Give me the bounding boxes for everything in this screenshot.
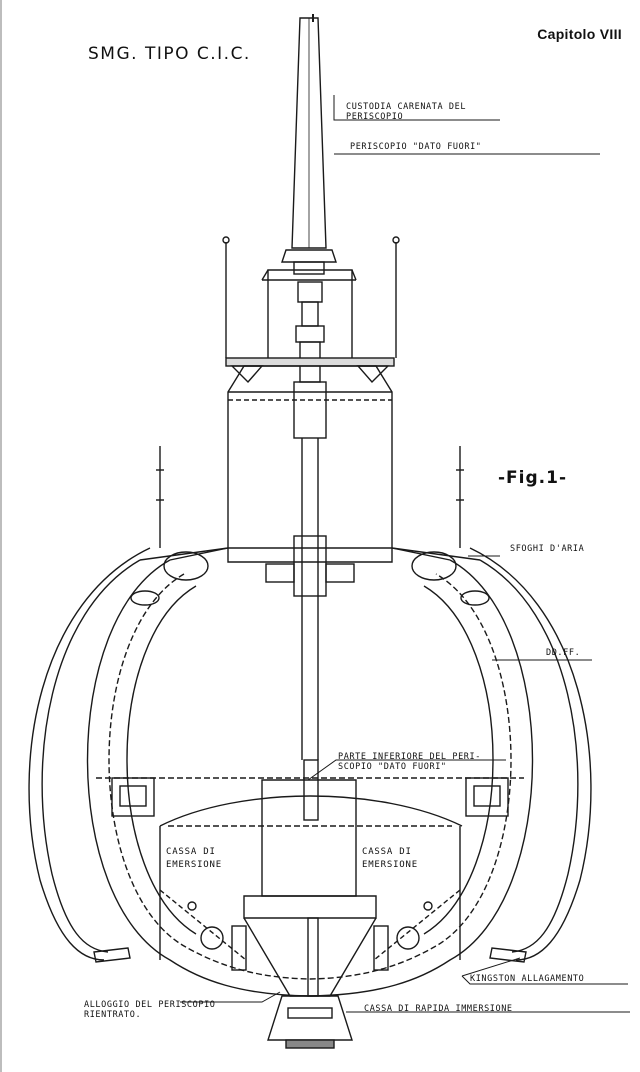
label-custodia-line1: CUSTODIA CARENATA DEL (346, 102, 467, 112)
label-cassa-emersione-right: CASSA DI EMERSIONE (362, 846, 418, 872)
label-parte-line1: PARTE INFERIORE DEL PERI- (338, 752, 481, 762)
label-cassa-rapida: CASSA DI RAPIDA IMMERSIONE (364, 1004, 513, 1014)
label-parte-inferiore: PARTE INFERIORE DEL PERI- SCOPIO "DATO F… (338, 752, 481, 772)
label-custodia-line2: PERISCOPIO (346, 112, 404, 122)
pressure-hull (86, 547, 534, 997)
label-alloggio-line2: RIENTRATO. (84, 1010, 142, 1020)
periscope-fairing (281, 14, 337, 275)
figure-label: -Fig.1- (498, 468, 568, 488)
label-cassa-left-line2: EMERSIONE (166, 860, 222, 870)
scan-edge (0, 0, 2, 1072)
leader-lines (180, 95, 630, 1013)
label-ddff: DD.FF. (546, 648, 581, 658)
label-custodia: CUSTODIA CARENATA DEL PERISCOPIO (346, 102, 466, 122)
side-railings (139, 446, 481, 561)
chapter-heading: Capitolo VIII (537, 26, 622, 42)
outer-hull (28, 547, 592, 961)
label-cassa-right-line2: EMERSIONE (362, 860, 418, 870)
label-cassa-right-line1: CASSA DI (362, 847, 412, 857)
label-sfoghi: SFOGHI D'ARIA (510, 544, 585, 554)
label-kingston: KINGSTON ALLAGAMENTO (470, 974, 585, 984)
label-alloggio: ALLOGGIO DEL PERISCOPIO RIENTRATO. (84, 1000, 216, 1020)
tank-deck (96, 777, 524, 961)
label-cassa-left-line1: CASSA DI (166, 847, 216, 857)
periscope-shaft (293, 438, 327, 821)
kingston-valves (93, 947, 527, 963)
label-cassa-emersione-left: CASSA DI EMERSIONE (166, 846, 222, 872)
drawing-title: SMG. TIPO C.I.C. (88, 44, 251, 64)
label-parte-line2: SCOPIO "DATO FUORI" (338, 762, 447, 772)
label-alloggio-line1: ALLOGGIO DEL PERISCOPIO (84, 1000, 216, 1010)
central-tank (231, 779, 389, 1049)
conning-tower (222, 236, 400, 563)
label-periscopio: PERISCOPIO "DATO FUORI" (350, 142, 482, 152)
